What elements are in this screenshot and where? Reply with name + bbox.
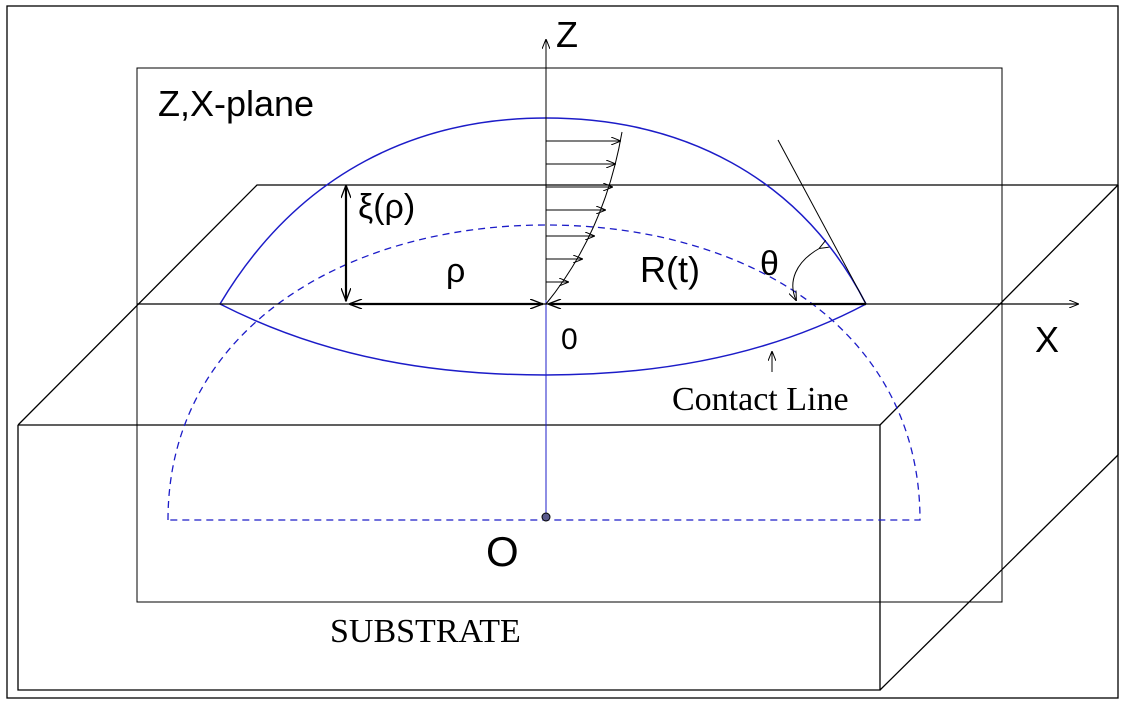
zx-plane-rectangle	[136, 67, 1003, 603]
contact-line-curve	[219, 303, 867, 376]
center-label: O	[486, 528, 519, 575]
surface-origin-label: 0	[561, 323, 578, 356]
rho-label: ρ	[446, 252, 465, 290]
contact-line-label: Contact Line	[672, 381, 849, 418]
velocity-profile-curve	[545, 131, 623, 305]
x-axis-label: X	[1035, 319, 1059, 360]
substrate-label: SUBSTRATE	[330, 613, 521, 650]
center-point	[541, 512, 551, 522]
theta-label: θ	[760, 245, 779, 283]
tangent-line	[777, 139, 867, 305]
height-label: ξ(ρ)	[358, 188, 415, 226]
substrate-box	[17, 184, 1119, 691]
droplet-dashed-arc	[167, 224, 921, 521]
contact-angle-arc	[793, 248, 820, 300]
plane-label: Z,X-plane	[158, 83, 314, 124]
z-axis-label: Z	[556, 14, 578, 55]
radius-label: R(t)	[640, 249, 700, 290]
velocity-arrows	[546, 141, 620, 282]
